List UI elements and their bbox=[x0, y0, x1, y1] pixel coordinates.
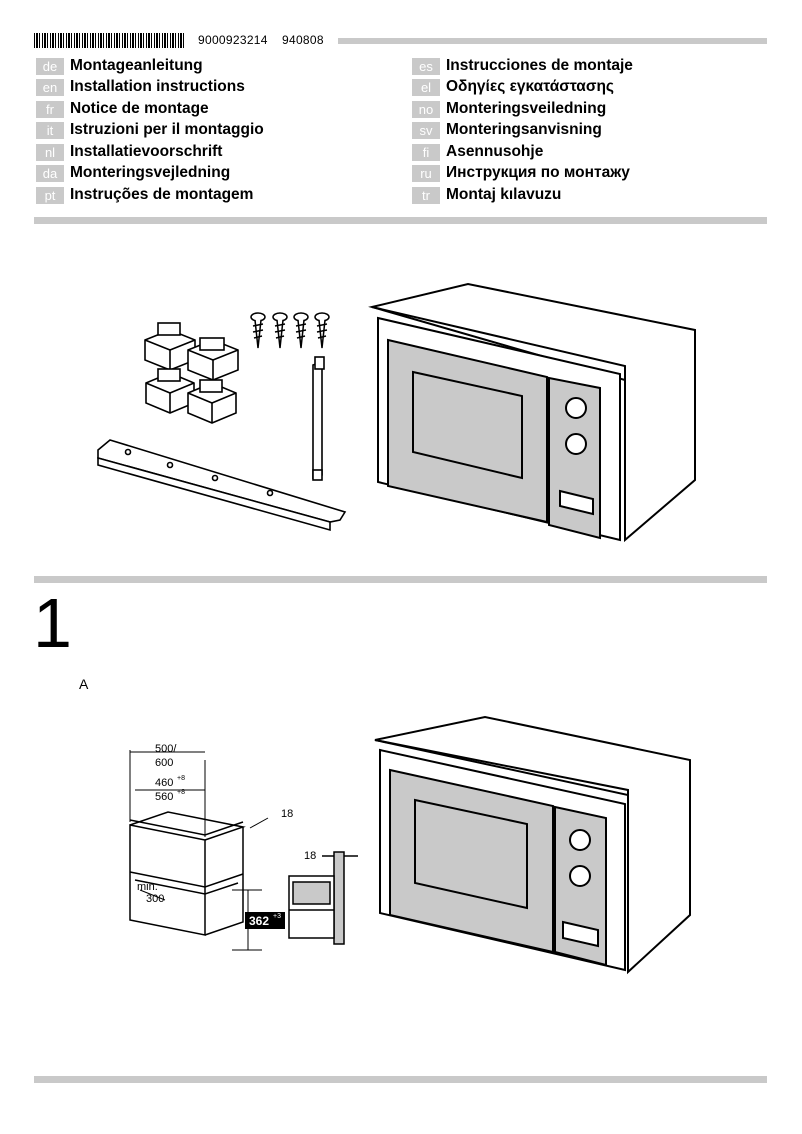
language-item: de Montageanleitung bbox=[36, 57, 203, 75]
side-panel-label: 18 bbox=[304, 850, 316, 862]
step-number: 1 bbox=[33, 584, 72, 662]
language-code: de bbox=[36, 57, 64, 75]
width-label-1: 460 bbox=[155, 777, 173, 789]
language-item: sv Monteringsanvisning bbox=[412, 121, 602, 139]
language-code: fr bbox=[36, 100, 64, 118]
width-label-2: 560 bbox=[155, 791, 173, 803]
language-item: nl Installatievoorschrift bbox=[36, 143, 222, 161]
language-code: it bbox=[36, 121, 64, 139]
header-rule bbox=[338, 38, 767, 44]
mounting-block-icon bbox=[145, 368, 195, 414]
language-item: it Istruzioni per il montaggio bbox=[36, 121, 264, 139]
language-title: Montageanleitung bbox=[70, 57, 203, 74]
depth-label: 500/ bbox=[155, 743, 177, 755]
side-bracket-icon bbox=[312, 356, 325, 481]
language-item: en Installation instructions bbox=[36, 78, 245, 96]
language-item: tr Montaj kılavuzu bbox=[412, 186, 561, 204]
language-title: Installatievoorschrift bbox=[70, 143, 223, 160]
language-title: Instrucciones de montaje bbox=[446, 57, 633, 74]
language-code: el bbox=[412, 78, 440, 96]
language-item: da Monteringsvejledning bbox=[36, 164, 230, 182]
language-item: el Οδηγίες εγκατάστασης bbox=[412, 78, 614, 96]
language-item: pt Instruções de montagem bbox=[36, 186, 253, 204]
cabinet-icon bbox=[129, 811, 246, 936]
language-item: fr Notice de montage bbox=[36, 100, 209, 118]
height-badge bbox=[245, 912, 285, 929]
barcode bbox=[34, 33, 184, 48]
language-code: sv bbox=[412, 121, 440, 139]
min-label: min. bbox=[137, 881, 158, 893]
depth-label-alt: 600 bbox=[155, 757, 173, 769]
panel-thickness-label: 18 bbox=[281, 808, 293, 820]
mounting-block-icon bbox=[187, 337, 239, 381]
language-code: en bbox=[36, 78, 64, 96]
mounting-block-icon bbox=[187, 379, 237, 424]
language-code: da bbox=[36, 164, 64, 182]
language-title: Οδηγίες εγκατάστασης bbox=[446, 78, 614, 95]
height-label: 362 bbox=[249, 914, 269, 928]
section-rule bbox=[34, 576, 767, 583]
screw-icon bbox=[314, 312, 330, 349]
language-code: es bbox=[412, 57, 440, 75]
language-code: ru bbox=[412, 164, 440, 182]
language-code: nl bbox=[36, 143, 64, 161]
language-code: fi bbox=[412, 143, 440, 161]
side-panel-detail-icon bbox=[288, 851, 358, 945]
section-rule bbox=[34, 217, 767, 224]
language-title: Инструкция по монтажу bbox=[446, 164, 630, 181]
language-item: no Monteringsveiledning bbox=[412, 100, 606, 118]
step-label: A bbox=[79, 676, 89, 692]
language-code: tr bbox=[412, 186, 440, 204]
screw-icon bbox=[293, 312, 309, 349]
width-tolerance-2: +8 bbox=[177, 789, 185, 796]
language-title: Asennusohje bbox=[446, 143, 544, 160]
language-title: Montaj kılavuzu bbox=[446, 186, 562, 203]
screw-icon bbox=[250, 312, 266, 349]
language-code: no bbox=[412, 100, 440, 118]
microwave-oven-icon bbox=[368, 282, 696, 543]
language-title: Monteringsveiledning bbox=[446, 100, 607, 117]
language-title: Installation instructions bbox=[70, 78, 245, 95]
language-title: Istruzioni per il montaggio bbox=[70, 121, 264, 138]
language-item: ru Инструкция по монтажу bbox=[412, 164, 630, 182]
document-number: 9000923214 bbox=[198, 33, 268, 47]
language-item: fi Asennusohje bbox=[412, 143, 543, 161]
language-title: Instruções de montagem bbox=[70, 186, 254, 203]
dimension-lines bbox=[129, 750, 269, 951]
screw-icon bbox=[272, 312, 288, 349]
min-value-label: 300 bbox=[146, 893, 164, 905]
microwave-oven-icon bbox=[374, 715, 691, 975]
language-title: Notice de montage bbox=[70, 100, 209, 117]
language-title: Monteringsanvisning bbox=[446, 121, 602, 138]
section-rule bbox=[34, 1076, 767, 1083]
language-item: es Instrucciones de montaje bbox=[412, 57, 633, 75]
language-title: Monteringsvejledning bbox=[70, 164, 231, 181]
document-date-code: 940808 bbox=[282, 33, 324, 47]
width-tolerance-1: +8 bbox=[177, 775, 185, 782]
height-tolerance: +3 bbox=[273, 913, 281, 920]
mounting-block-icon bbox=[144, 322, 196, 371]
language-code: pt bbox=[36, 186, 64, 204]
bottom-rail-icon bbox=[97, 439, 347, 532]
